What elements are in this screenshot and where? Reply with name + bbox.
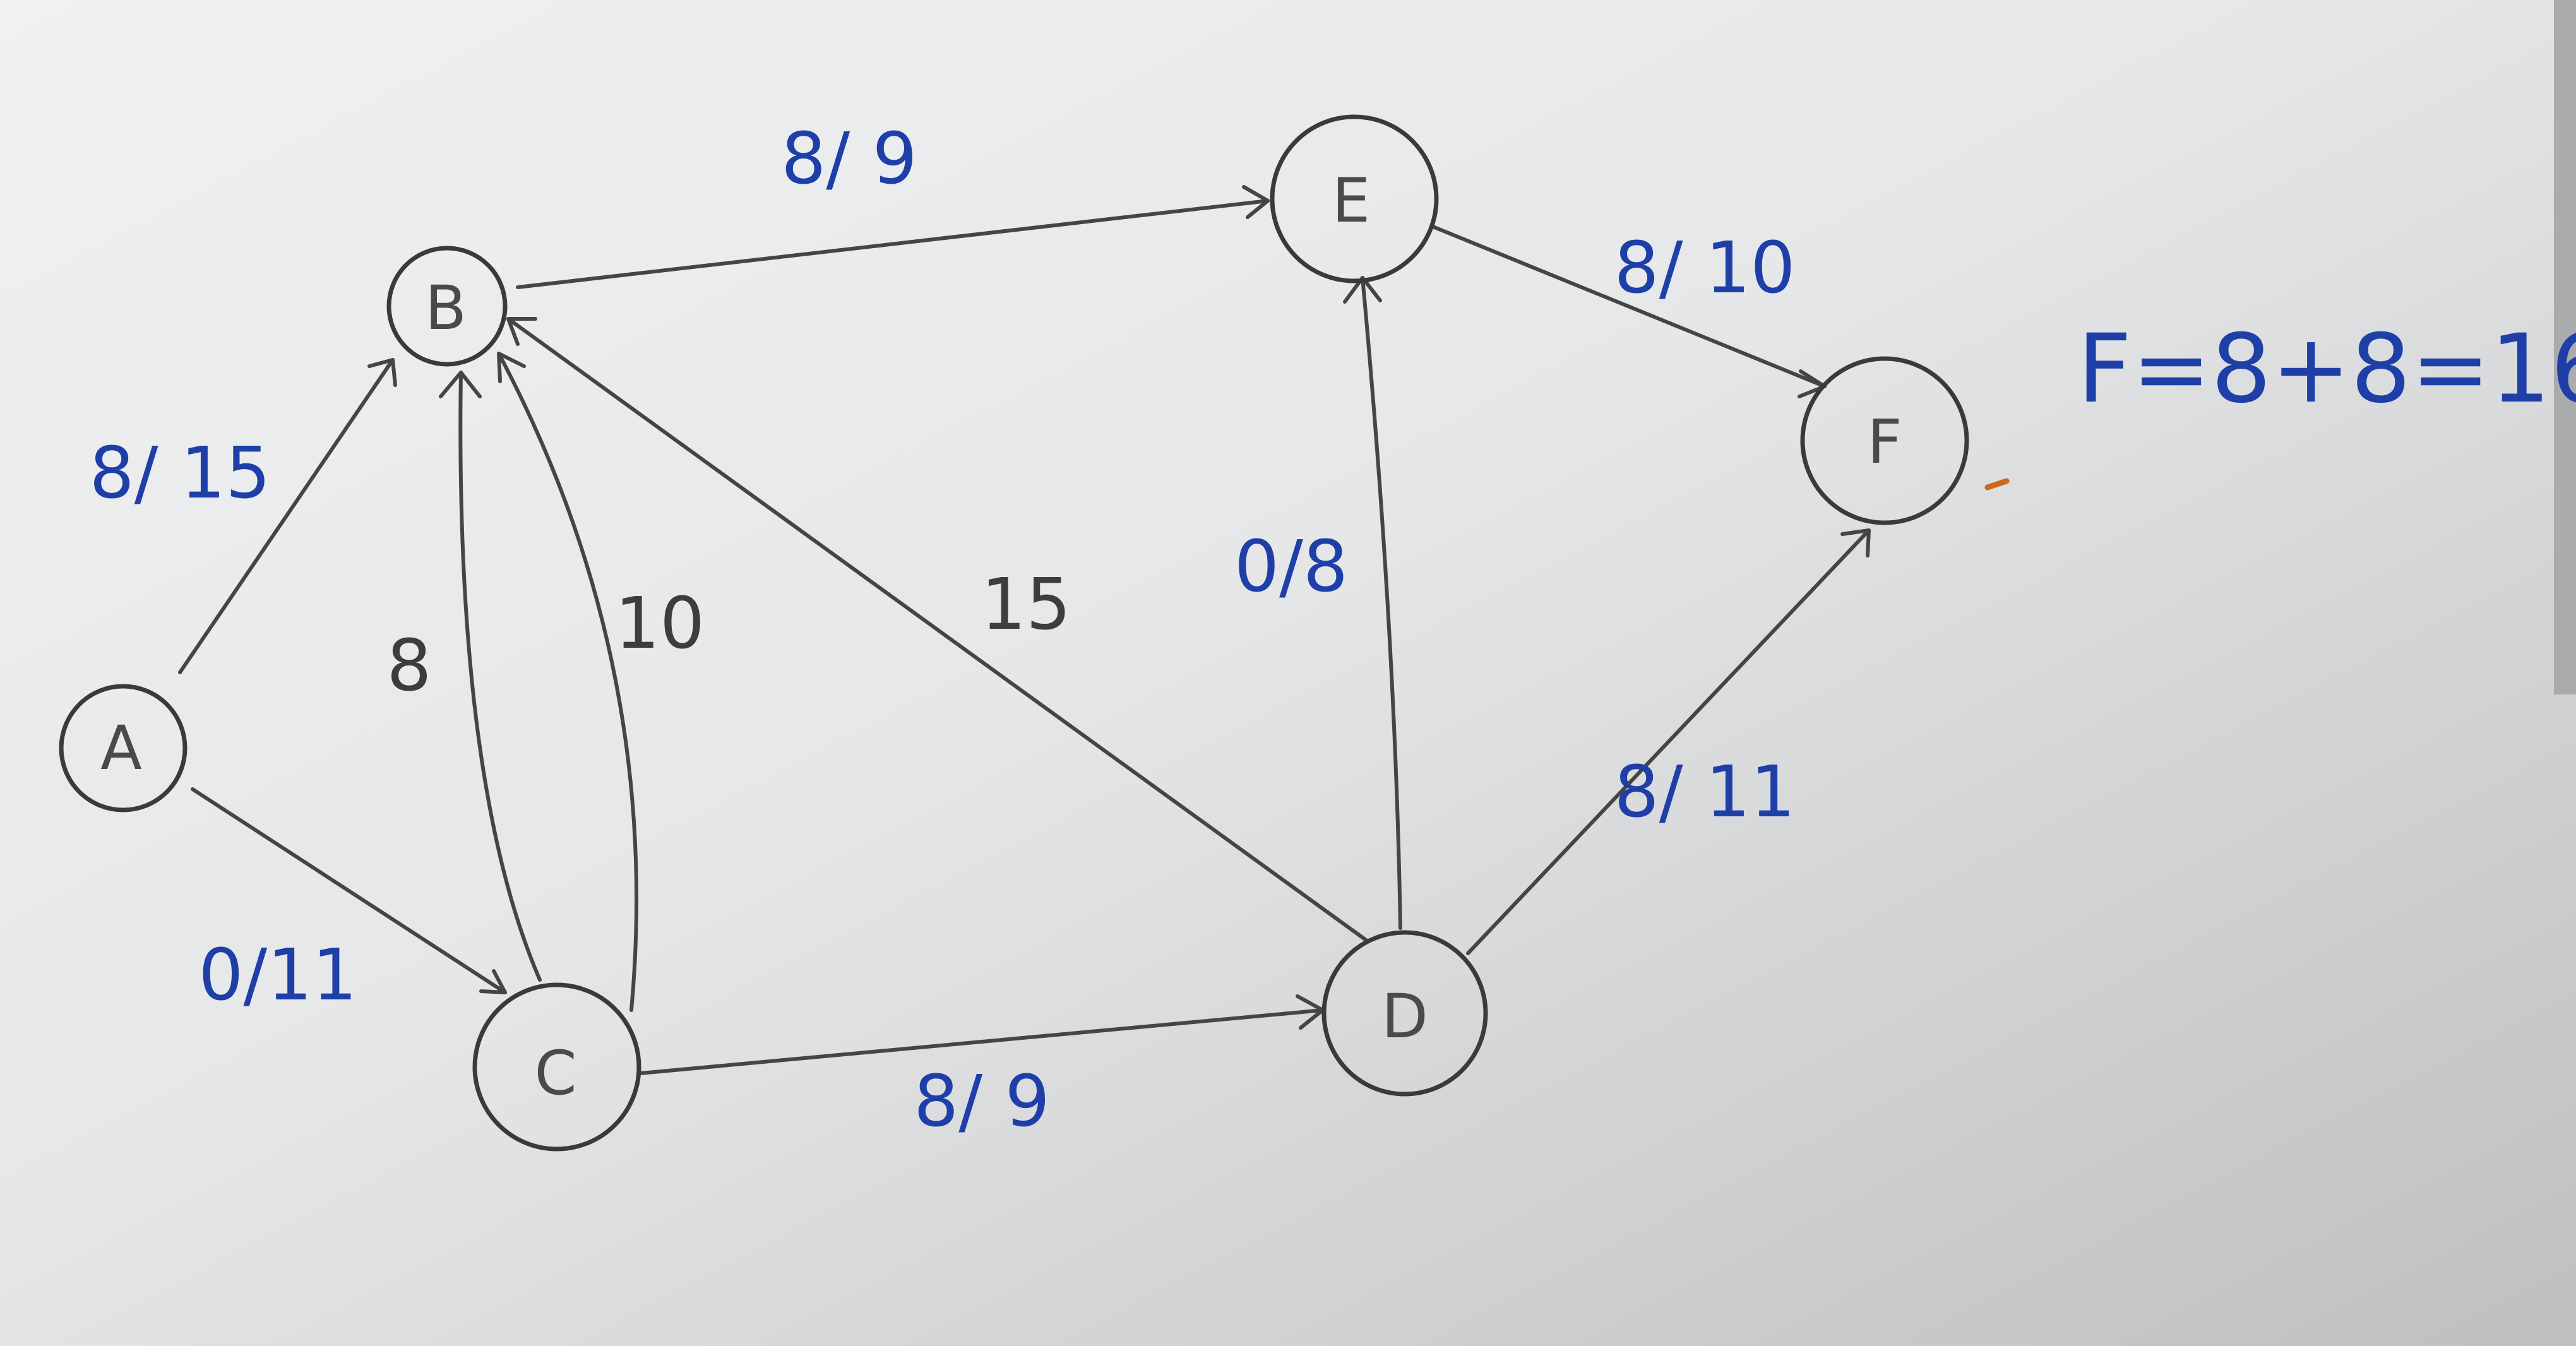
label-edge-e-f: 8/ 10 xyxy=(1614,227,1795,309)
node-a-label: A xyxy=(100,713,142,783)
edge-a-c xyxy=(191,787,507,994)
label-edge-c-b: 8 xyxy=(386,625,431,707)
label-edge-c-d: 8/ 9 xyxy=(914,1061,1050,1143)
node-e: E xyxy=(1270,114,1439,283)
edge-a-b xyxy=(178,358,397,674)
node-b-label: B xyxy=(425,273,467,343)
node-f: F xyxy=(1800,356,1969,525)
label-edge-a-b: 8/ 15 xyxy=(89,432,270,515)
node-c-label: C xyxy=(534,1038,576,1109)
label-edge-a-c: 0/11 xyxy=(198,934,357,1016)
node-f-label: F xyxy=(1867,407,1902,477)
table-edge xyxy=(2554,0,2576,694)
label-edge-d-f: 8/ 11 xyxy=(1614,751,1795,833)
label-edge-c-b-arc: 10 xyxy=(615,583,705,665)
label-edge-d-b: 15 xyxy=(981,564,1071,646)
edge-d-f xyxy=(1466,528,1871,955)
orange-pen-mark xyxy=(1984,478,2010,491)
total-flow-formula: F=8+8=16 xyxy=(2077,314,2576,424)
node-a: A xyxy=(59,684,188,813)
edge-c-b-arc xyxy=(497,352,639,1012)
node-d: D xyxy=(1321,930,1488,1097)
edge-b-e xyxy=(516,185,1270,289)
label-edge-b-e: 8/ 9 xyxy=(781,118,917,200)
node-d-label: D xyxy=(1381,981,1428,1052)
node-e-label: E xyxy=(1332,165,1371,236)
label-edge-d-e: 0/8 xyxy=(1234,526,1348,608)
edge-d-e xyxy=(1343,276,1402,930)
node-b: B xyxy=(386,246,508,367)
edge-d-b xyxy=(506,317,1369,943)
node-c: C xyxy=(472,982,641,1152)
edge-c-b xyxy=(439,371,542,982)
